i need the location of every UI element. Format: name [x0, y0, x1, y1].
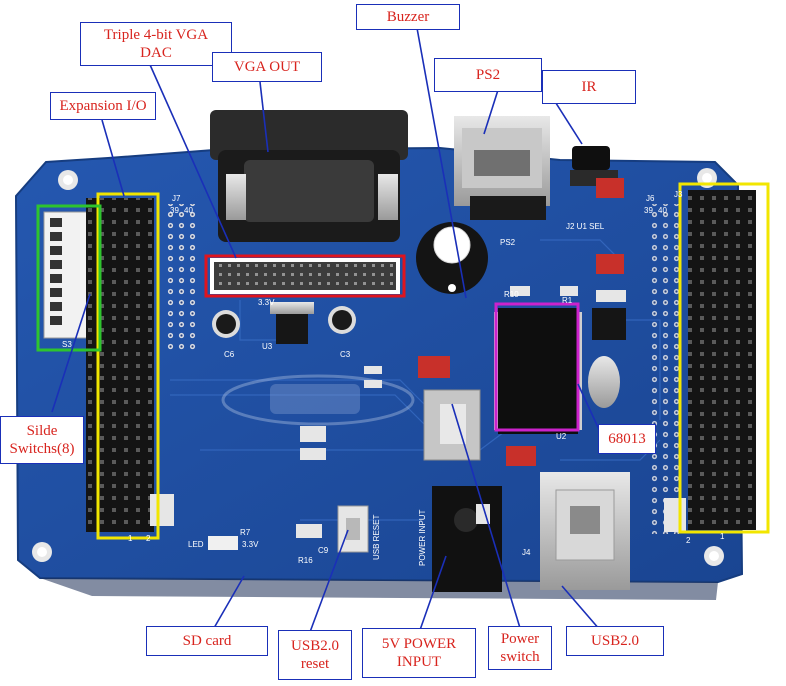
right-header-highlight: [678, 182, 770, 534]
ps2-connector: [454, 116, 550, 220]
silk-led: LED: [188, 540, 204, 549]
silk-r7: R7: [240, 528, 251, 537]
silk-j7: J7: [172, 194, 181, 203]
expansion-io-highlight: [96, 192, 160, 540]
callout-buzzer: Buzzer: [356, 4, 460, 30]
chip-68013-highlight: [494, 302, 580, 432]
callout-slide-switches: Silde Switchs(8): [0, 416, 84, 464]
callout-power-switch: Power switch: [488, 626, 552, 670]
silk-pin2-right: 2: [686, 536, 691, 545]
callout-power-input: 5V POWER INPUT: [362, 628, 476, 678]
silk-c3: C3: [340, 350, 351, 359]
power-switch-body: [423, 389, 481, 461]
usb-b-connector: [540, 472, 630, 590]
callout-vga-out: VGA OUT: [212, 52, 322, 82]
silk-u2: U2: [556, 432, 567, 441]
power-jack: [432, 486, 502, 592]
silk-pin40-right: 40: [658, 206, 667, 215]
ir-receiver: [572, 146, 610, 170]
silk-usb-reset: USB RESET: [372, 514, 381, 560]
right-expansion-header: [688, 190, 756, 530]
silk-r16: R16: [298, 556, 313, 565]
slide-switch-highlight: [36, 204, 102, 352]
silk-pin39-left: 39: [170, 206, 179, 215]
vga-dac-highlight: [204, 254, 406, 298]
callout-usb-reset: USB2.0 reset: [278, 630, 352, 680]
silk-r1: R1: [562, 296, 573, 305]
silk-s3: S3: [62, 340, 72, 349]
small-chip: [592, 308, 626, 340]
silk-u3: U3: [262, 342, 273, 351]
silk-3v3: 3.3V: [258, 298, 275, 307]
silk-pin2-left: 2: [146, 534, 151, 543]
silk-pin1-right: 1: [720, 532, 725, 541]
silk-pin39-right: 39: [644, 206, 653, 215]
silk-pin40-left: 40: [184, 206, 193, 215]
silk-j6: J6: [646, 194, 655, 203]
silk-j2-sel: J2 U1 SEL: [566, 222, 605, 231]
led: [208, 536, 238, 550]
silk-r10: R10: [504, 290, 519, 299]
callout-ir: IR: [542, 70, 636, 104]
j7-header: [164, 204, 196, 352]
silk-led-voltage: 3.3V: [242, 540, 259, 549]
silk-j3: J3: [674, 190, 683, 199]
chip-68013: [498, 308, 578, 434]
silk-power-input: POWER INPUT: [418, 509, 427, 566]
callout-ps2: PS2: [434, 58, 542, 92]
regulator-and-caps: [212, 302, 356, 344]
left-expansion-header: [86, 198, 154, 532]
jumpers: [418, 178, 624, 466]
callout-sd-card: SD card: [146, 626, 268, 656]
silk-c6: C6: [224, 350, 235, 359]
silk-ps2: PS2: [500, 238, 516, 247]
silk-c9: C9: [318, 546, 329, 555]
callout-expansion-io: Expansion I/O: [50, 92, 156, 120]
silk-j4: J4: [522, 548, 531, 557]
mounting-holes: [32, 168, 724, 566]
callout-68013: 68013: [598, 424, 656, 454]
silk-pin1-left: 1: [128, 534, 133, 543]
callout-usb2: USB2.0: [566, 626, 664, 656]
callout-vga-dac: Triple 4-bit VGA DAC: [80, 22, 232, 66]
vga-connector: [210, 110, 408, 242]
board-watermark-logo: [221, 374, 415, 426]
slide-switch-levers: [50, 218, 62, 325]
crystal: [588, 356, 620, 408]
j6-via-column: [650, 204, 680, 534]
